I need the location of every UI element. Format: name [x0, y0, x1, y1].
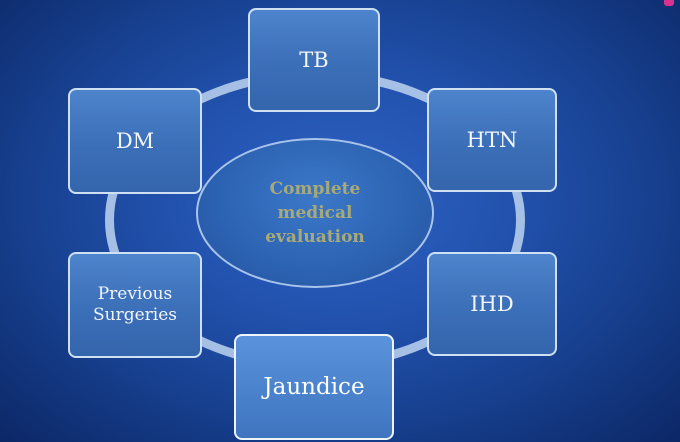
node-tb-label: TB	[299, 48, 329, 72]
node-previous-surgeries-label: Previous Surgeries	[93, 284, 177, 326]
node-dm-label: DM	[115, 129, 155, 153]
center-label-line1: Complete	[269, 179, 361, 199]
node-ihd: IHD	[427, 252, 557, 356]
node-htn: HTN	[427, 88, 557, 192]
center-label: Complete medical evaluation	[240, 177, 390, 249]
node-previous-surgeries: Previous Surgeries	[68, 252, 202, 358]
center-ellipse: Complete medical evaluation	[196, 138, 434, 288]
node-ihd-label: IHD	[470, 292, 514, 316]
node-dm: DM	[68, 88, 202, 194]
node-previous-surgeries-line2: Surgeries	[92, 305, 177, 325]
center-label-line2: medical	[277, 203, 353, 223]
node-tb: TB	[248, 8, 380, 112]
node-previous-surgeries-line1: Previous	[97, 284, 173, 304]
node-jaundice: Jaundice	[234, 334, 394, 440]
node-jaundice-label: Jaundice	[263, 374, 365, 400]
center-label-line3: evaluation	[265, 227, 365, 247]
node-htn-label: HTN	[466, 128, 518, 152]
corner-marker	[664, 0, 674, 6]
